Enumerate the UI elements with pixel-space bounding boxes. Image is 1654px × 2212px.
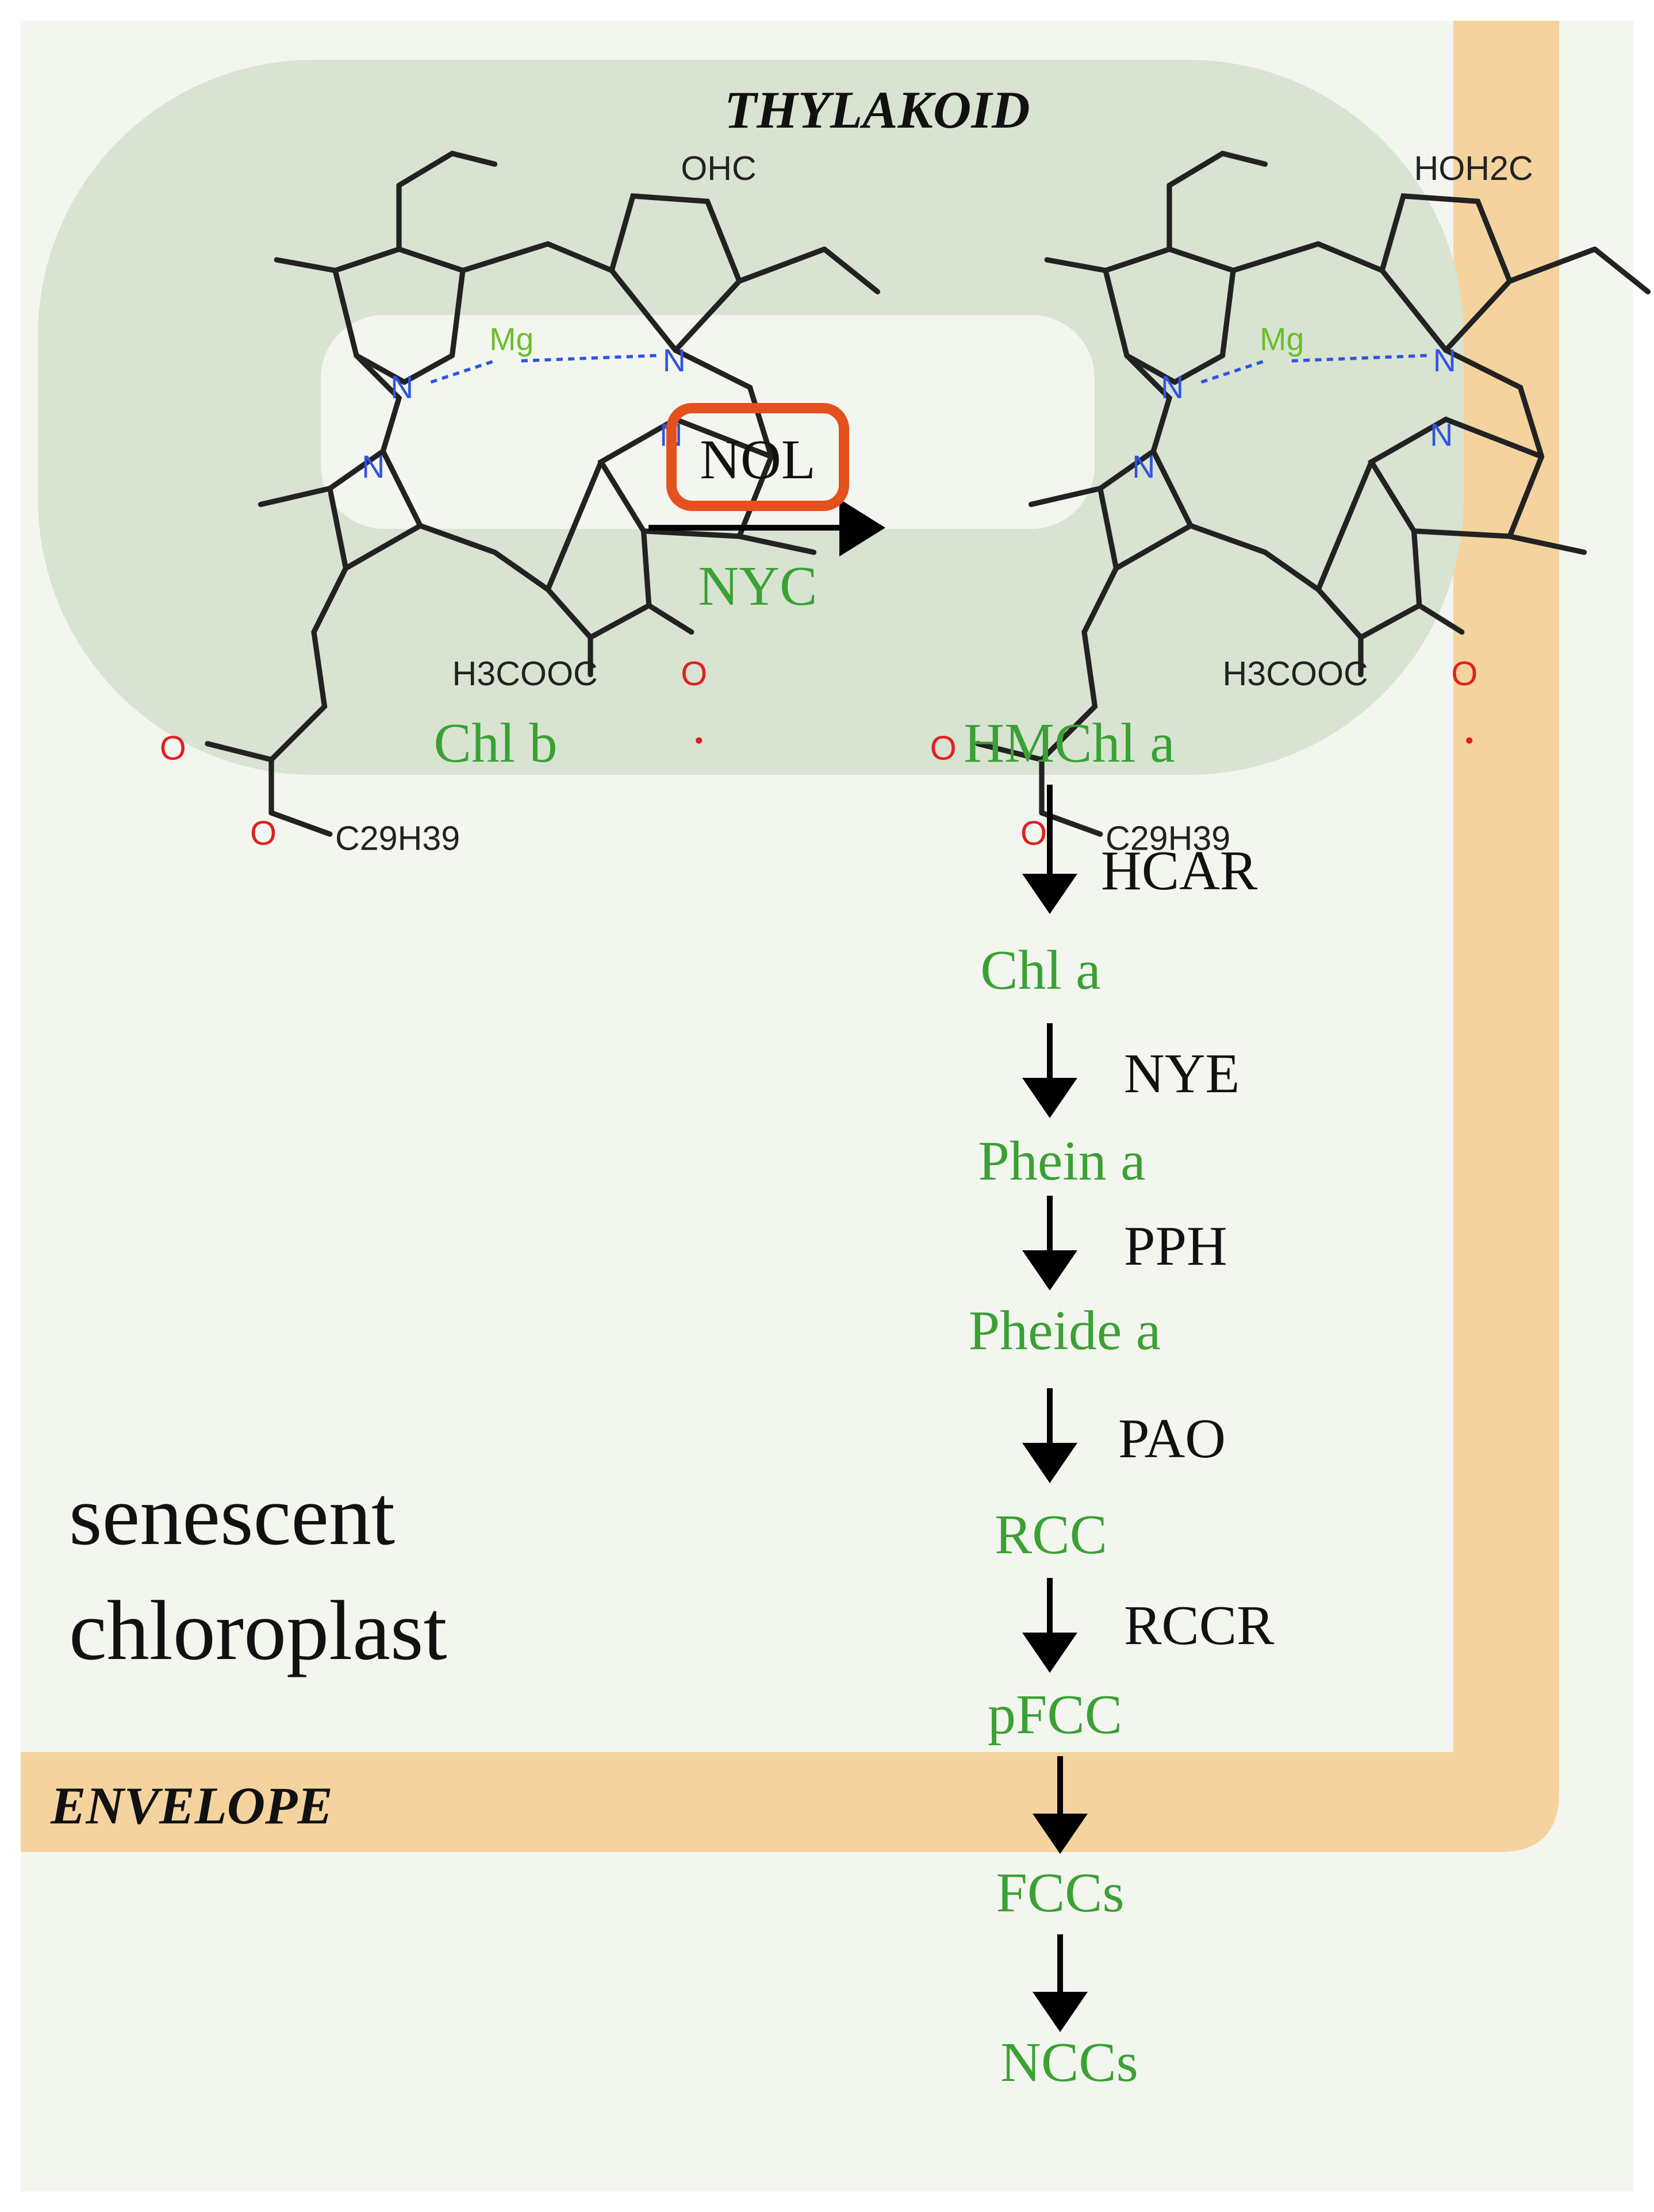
pathway-compound-label: FCCs	[996, 1862, 1124, 1924]
chl-b-top-group: OHC	[681, 149, 757, 187]
pathway-arrowhead	[1033, 1992, 1088, 2032]
hmchl-a-n3: N	[1430, 417, 1453, 453]
pathway-compound-label: Chl a	[980, 939, 1101, 1001]
chl-b-n1: N	[390, 370, 413, 405]
pathway-compound-label: pFCC	[988, 1684, 1122, 1746]
compartment-label-line2: chloroplast	[69, 1584, 447, 1678]
pathway-arrowhead	[1033, 1814, 1088, 1854]
hmchl-a-label: HMChl a	[964, 712, 1175, 774]
thylakoid-lumen-inset	[321, 315, 1095, 529]
chl-b-n4: N	[362, 449, 385, 485]
chl-b-n2: N	[663, 343, 686, 378]
hmchl-a-structure: HOH2C Mg N N N N O O O H3COOC C29H39	[930, 149, 1648, 858]
hmchl-a-o-ester2: O	[1020, 814, 1047, 852]
hmchl-a-n1: N	[1161, 370, 1184, 405]
pathway-arrowhead	[1022, 874, 1077, 914]
hmchl-a-ester-group: H3COOC	[1223, 654, 1368, 693]
nyc-enzyme-label: NYC	[699, 555, 818, 617]
pathway-compound-label: Pheide a	[969, 1300, 1161, 1362]
hmchl-a-top-group: HOH2C	[1414, 149, 1533, 187]
hmchl-a-o-ester1: O	[930, 729, 957, 767]
pathway-compound-label: NCCs	[1000, 2031, 1138, 2094]
compartment-label-line1: senescent	[69, 1469, 395, 1563]
nol-enzyme-label: NOL	[700, 429, 815, 491]
chl-b-metal: Mg	[489, 321, 534, 357]
hmchl-a-metal: Mg	[1260, 321, 1304, 357]
hmchl-a-n2: N	[1433, 343, 1456, 378]
pathway-arrowhead	[1022, 1443, 1077, 1483]
pathway-enzyme-label: RCCR	[1124, 1595, 1275, 1657]
hmchl-a-n4: N	[1132, 449, 1155, 485]
pathway-enzyme-label: NYE	[1124, 1043, 1239, 1105]
pathway-arrowhead	[1022, 1250, 1077, 1291]
pathway-compound-label: Phein a	[978, 1130, 1145, 1192]
pathway-compound-label: RCC	[995, 1504, 1107, 1566]
chl-b-label: Chl b	[433, 712, 557, 774]
chl-b-o-ester2: O	[250, 814, 277, 852]
hmchl-a-tail: C29H39	[1106, 819, 1230, 858]
pathway-enzyme-label: HCAR	[1101, 840, 1258, 902]
chl-b-structure: OHC Mg N N N N O O O H3COOC C29H39	[160, 149, 878, 858]
pathway-arrowhead	[1022, 1633, 1077, 1673]
hmchl-a-o-keto: O	[1451, 654, 1478, 693]
nol-highlight-box	[666, 403, 849, 511]
chl-b-o-keto: O	[681, 654, 707, 693]
pathway-arrowhead	[1022, 1078, 1077, 1118]
thylakoid-label: THYLAKOID	[724, 80, 1030, 139]
envelope-label: ENVELOPE	[50, 1776, 333, 1835]
chl-b-ester-group: H3COOC	[452, 654, 598, 693]
chl-b-tail: C29H39	[335, 819, 460, 858]
pathway-enzyme-label: PAO	[1118, 1408, 1226, 1470]
first-step-arrowhead	[839, 499, 885, 556]
chl-b-o-ester1: O	[160, 729, 186, 767]
pathway-enzyme-label: PPH	[1124, 1215, 1227, 1277]
